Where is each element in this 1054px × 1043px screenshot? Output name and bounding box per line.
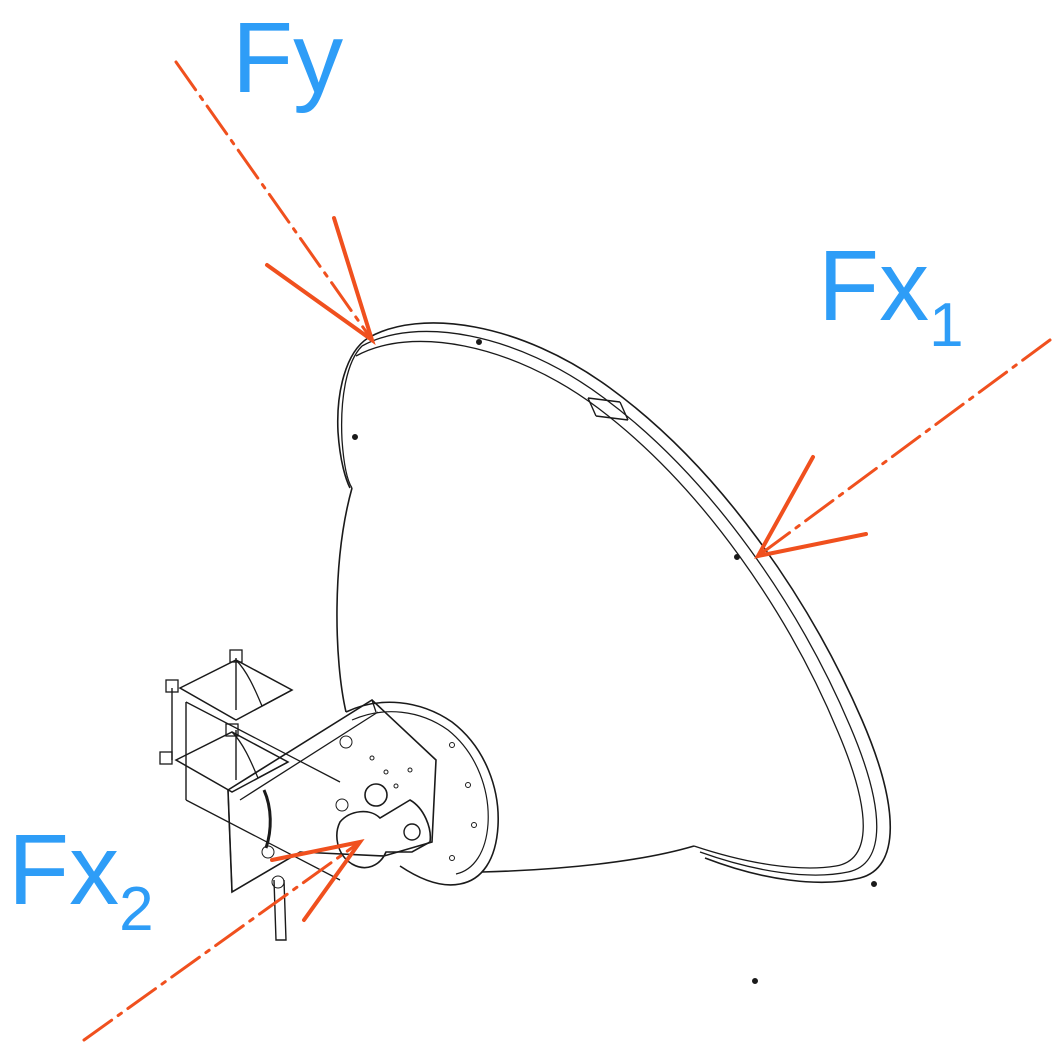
fx1-arrowhead (754, 455, 868, 559)
bracket-hole (393, 783, 399, 789)
dish-rim-left-inner (341, 345, 363, 489)
back-plate-edge (351, 711, 489, 875)
dish (336, 322, 891, 984)
fx1-label-subscript: 1 (929, 291, 964, 361)
feed-horn (336, 799, 432, 869)
dish-rim-joint (587, 397, 629, 421)
dish-rim-left (336, 337, 369, 489)
clamp-jaw-lower (174, 731, 290, 793)
mount-bracket (227, 698, 437, 941)
fx2-label: Fx2 (8, 820, 154, 941)
bracket-hole (335, 798, 349, 812)
dish-rim-outer (367, 322, 891, 884)
back-plate-bolt (449, 855, 455, 861)
clamp-nut (165, 679, 179, 693)
clamp-rod (171, 658, 237, 800)
fx2-arrowhead (270, 839, 365, 922)
fy-label: Fy (232, 2, 344, 114)
clamp-nut (229, 649, 243, 663)
fx1-force-line (756, 338, 1052, 558)
clamp-rod-link (185, 701, 341, 881)
fy-force-line (174, 60, 374, 342)
fx2-label-base: Fx (8, 814, 120, 926)
bracket-hole (383, 769, 389, 775)
fy-arrowhead (265, 216, 376, 346)
rim-rivet (476, 339, 482, 345)
back-plate-bolt (465, 782, 471, 788)
back-plate-bolt (449, 742, 455, 748)
fx1-label: Fx1 (818, 236, 964, 357)
dish-rim-inner (355, 340, 864, 869)
rim-rivet (752, 978, 758, 984)
clamp-nut (159, 751, 173, 765)
fx1-label-base: Fx (818, 230, 930, 342)
dish-rim-middle (361, 330, 878, 876)
feed-horn-nut (403, 823, 421, 841)
force-vectors (82, 60, 1052, 1042)
clamp-nut (225, 723, 239, 737)
bracket-hole (339, 735, 353, 749)
back-plate (345, 701, 499, 886)
clamp-jaw-upper-serration (235, 659, 293, 707)
rim-rivet (734, 554, 740, 560)
bracket-plate (227, 698, 437, 894)
pole-clamp (159, 649, 341, 881)
rim-rivet (352, 434, 358, 440)
bracket-side (227, 699, 379, 893)
bracket-hole (261, 845, 275, 859)
clamp-jaw-lower-serration (231, 731, 289, 779)
bracket-hole (369, 755, 375, 761)
bracket-hole (407, 767, 413, 773)
bracket-slot (262, 789, 272, 849)
back-plate-bolt (471, 822, 477, 828)
dish-body (336, 487, 695, 873)
pole-stub (273, 879, 287, 941)
fx2-force-line (82, 840, 362, 1042)
back-plate-outline (345, 701, 499, 886)
fx2-label-subscript: 2 (119, 875, 154, 945)
rim-rivet (871, 881, 877, 887)
feed-horn-cap (364, 783, 388, 807)
